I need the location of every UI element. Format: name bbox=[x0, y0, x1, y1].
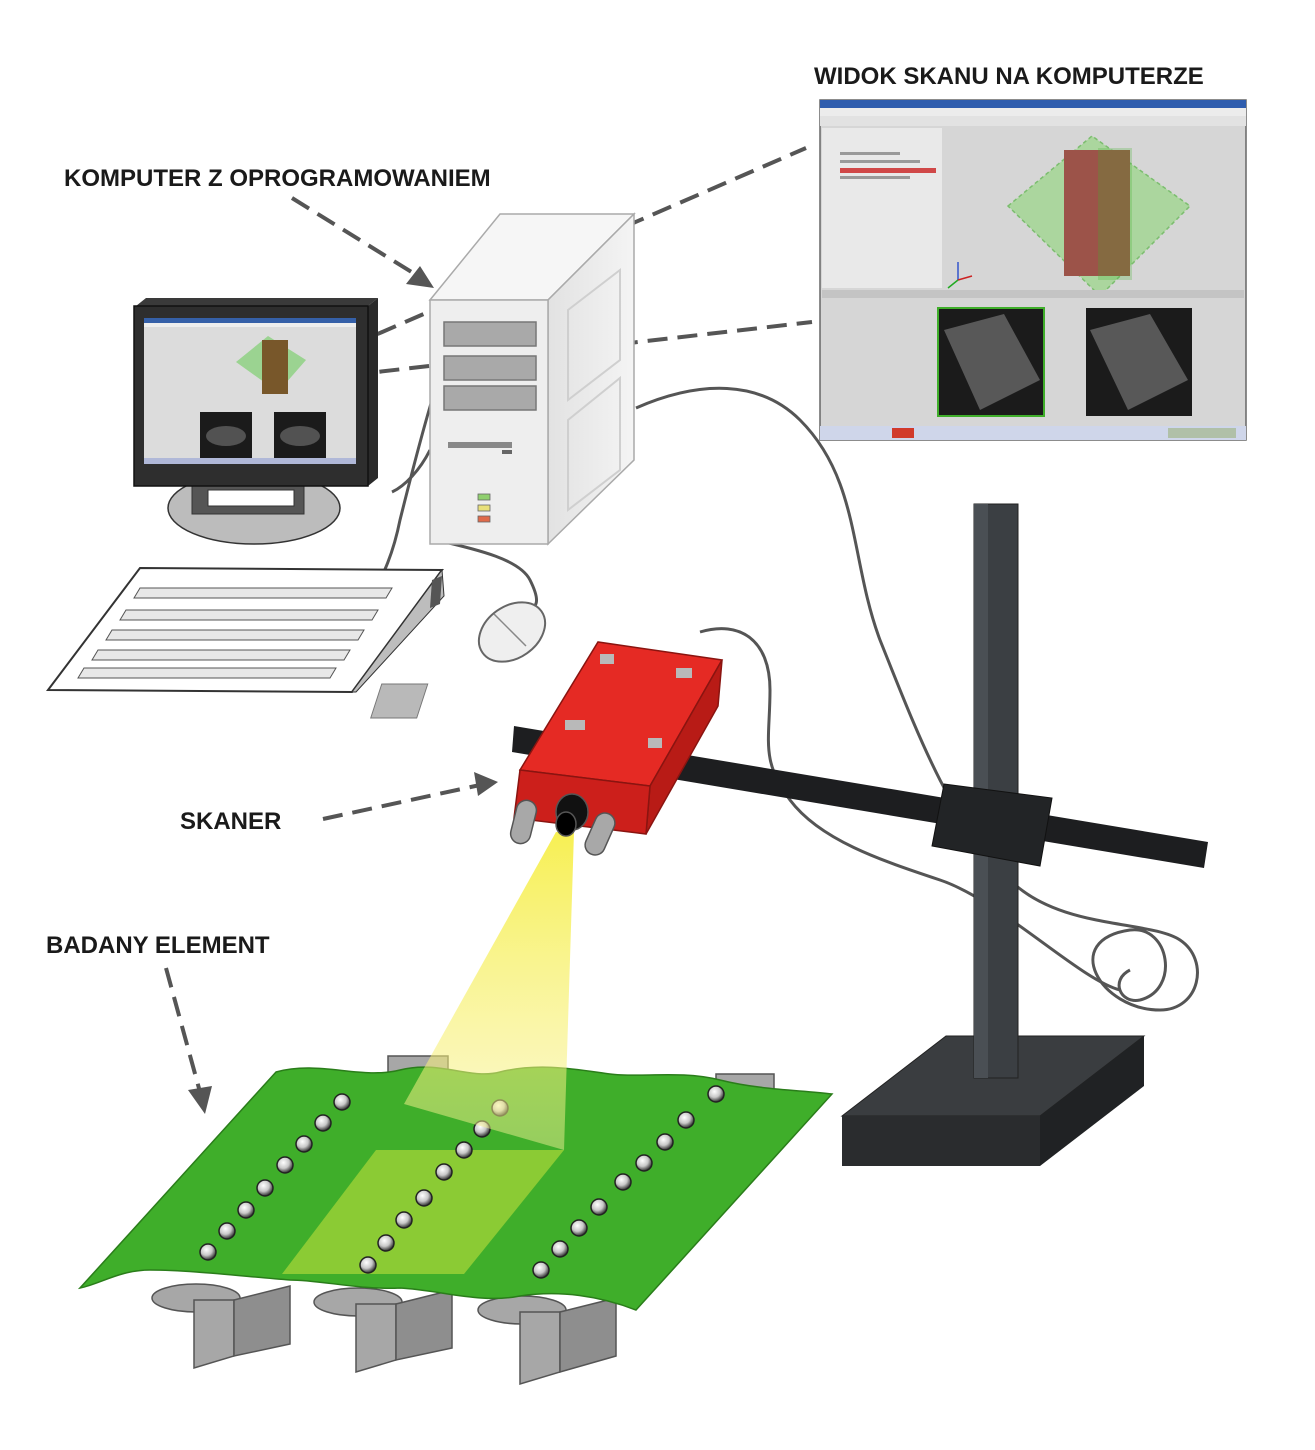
scanner-arrow bbox=[322, 783, 481, 821]
hole-4 bbox=[276, 1156, 294, 1174]
hole-5 bbox=[256, 1179, 274, 1197]
hole-19 bbox=[656, 1133, 674, 1151]
hole-13 bbox=[415, 1189, 433, 1207]
hole-22 bbox=[590, 1198, 608, 1216]
hole-8 bbox=[199, 1243, 217, 1261]
element-label: BADANY ELEMENT bbox=[46, 932, 270, 959]
element-arrowhead bbox=[188, 1086, 212, 1114]
hole-1 bbox=[333, 1093, 351, 1111]
hole-2 bbox=[314, 1114, 332, 1132]
stand bbox=[512, 503, 1208, 1166]
monitor bbox=[133, 298, 378, 545]
hole-17 bbox=[707, 1085, 725, 1103]
scanner-beam bbox=[404, 832, 574, 1150]
scanner-label: SKANER bbox=[180, 808, 281, 835]
hole-12 bbox=[435, 1163, 453, 1181]
scan-view-label: WIDOK SKANU NA KOMPUTERZE bbox=[814, 63, 1204, 90]
element-arrow bbox=[164, 967, 202, 1093]
inspected-board bbox=[77, 1055, 834, 1386]
hole-18 bbox=[677, 1111, 695, 1129]
hole-7 bbox=[218, 1222, 236, 1240]
axes-icon bbox=[947, 262, 973, 289]
hole-3 bbox=[295, 1135, 313, 1153]
hole-21 bbox=[614, 1173, 632, 1191]
keyboard bbox=[46, 566, 445, 694]
computer-label: KOMPUTER Z OPROGRAMOWANIEM bbox=[64, 165, 491, 192]
hole-11 bbox=[455, 1141, 473, 1159]
mouse bbox=[477, 601, 547, 663]
hole-6 bbox=[237, 1201, 255, 1219]
scanner-arrowhead bbox=[474, 772, 498, 796]
hole-24 bbox=[551, 1240, 569, 1258]
computer-tower bbox=[428, 212, 636, 546]
hole-16 bbox=[359, 1256, 377, 1274]
computer-arrowhead bbox=[406, 266, 434, 288]
computer-arrow bbox=[290, 196, 420, 278]
hole-25 bbox=[532, 1261, 550, 1279]
hole-20 bbox=[635, 1154, 653, 1172]
scan-view-screenshot bbox=[819, 99, 1247, 441]
scanner-window bbox=[370, 683, 429, 719]
hole-14 bbox=[395, 1211, 413, 1229]
scanner bbox=[370, 641, 724, 856]
hole-15 bbox=[377, 1234, 395, 1252]
hole-23 bbox=[570, 1219, 588, 1237]
